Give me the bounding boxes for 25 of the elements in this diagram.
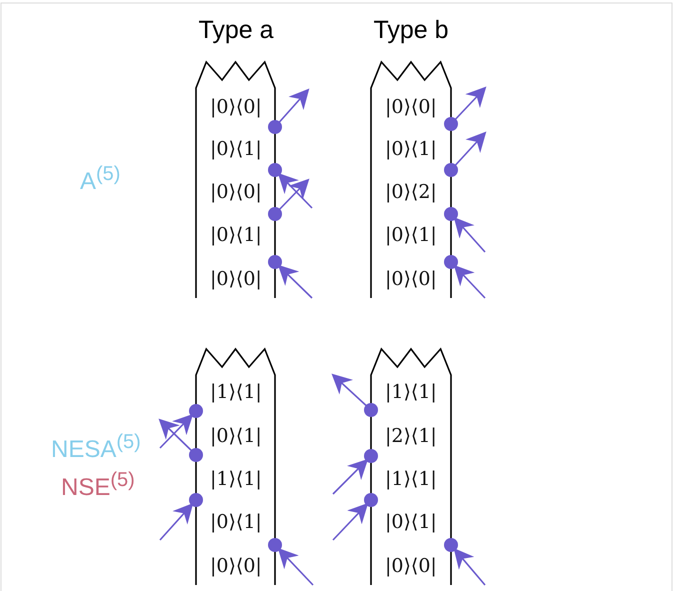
column-heading: Type a — [198, 18, 274, 43]
state-label: |0⟩⟨0| — [210, 557, 262, 576]
state-label: |2⟩⟨1| — [385, 427, 437, 446]
state-label: |0⟩⟨0| — [385, 270, 437, 289]
pathway-label: NSE$^{(5)}$ — [61, 470, 135, 500]
state-label: |0⟩⟨0| — [210, 270, 262, 289]
column-heading: Type b — [374, 18, 449, 43]
state-label: |0⟩⟨1| — [210, 427, 262, 446]
state-label: |0⟩⟨2| — [385, 183, 437, 202]
state-label: |0⟩⟨0| — [385, 98, 437, 117]
state-label: |0⟩⟨0| — [210, 98, 262, 117]
state-label: |1⟩⟨1| — [385, 470, 437, 489]
state-label: |0⟩⟨1| — [210, 140, 262, 159]
state-label: |0⟩⟨1| — [385, 513, 437, 532]
pathway-label: NESA$^{(5)}$ — [51, 432, 141, 462]
state-label: |1⟩⟨1| — [210, 470, 262, 489]
state-label: |0⟩⟨1| — [210, 513, 262, 532]
state-label: |0⟩⟨1| — [385, 140, 437, 159]
state-label: |0⟩⟨1| — [385, 226, 437, 245]
state-label: |1⟩⟨1| — [210, 383, 262, 402]
state-label: |0⟩⟨0| — [210, 183, 262, 202]
pathway-label: A$^{(5)}$ — [80, 164, 120, 194]
state-label: |0⟩⟨0| — [385, 557, 437, 576]
state-label: |1⟩⟨1| — [385, 383, 437, 402]
state-label: |0⟩⟨1| — [210, 226, 262, 245]
